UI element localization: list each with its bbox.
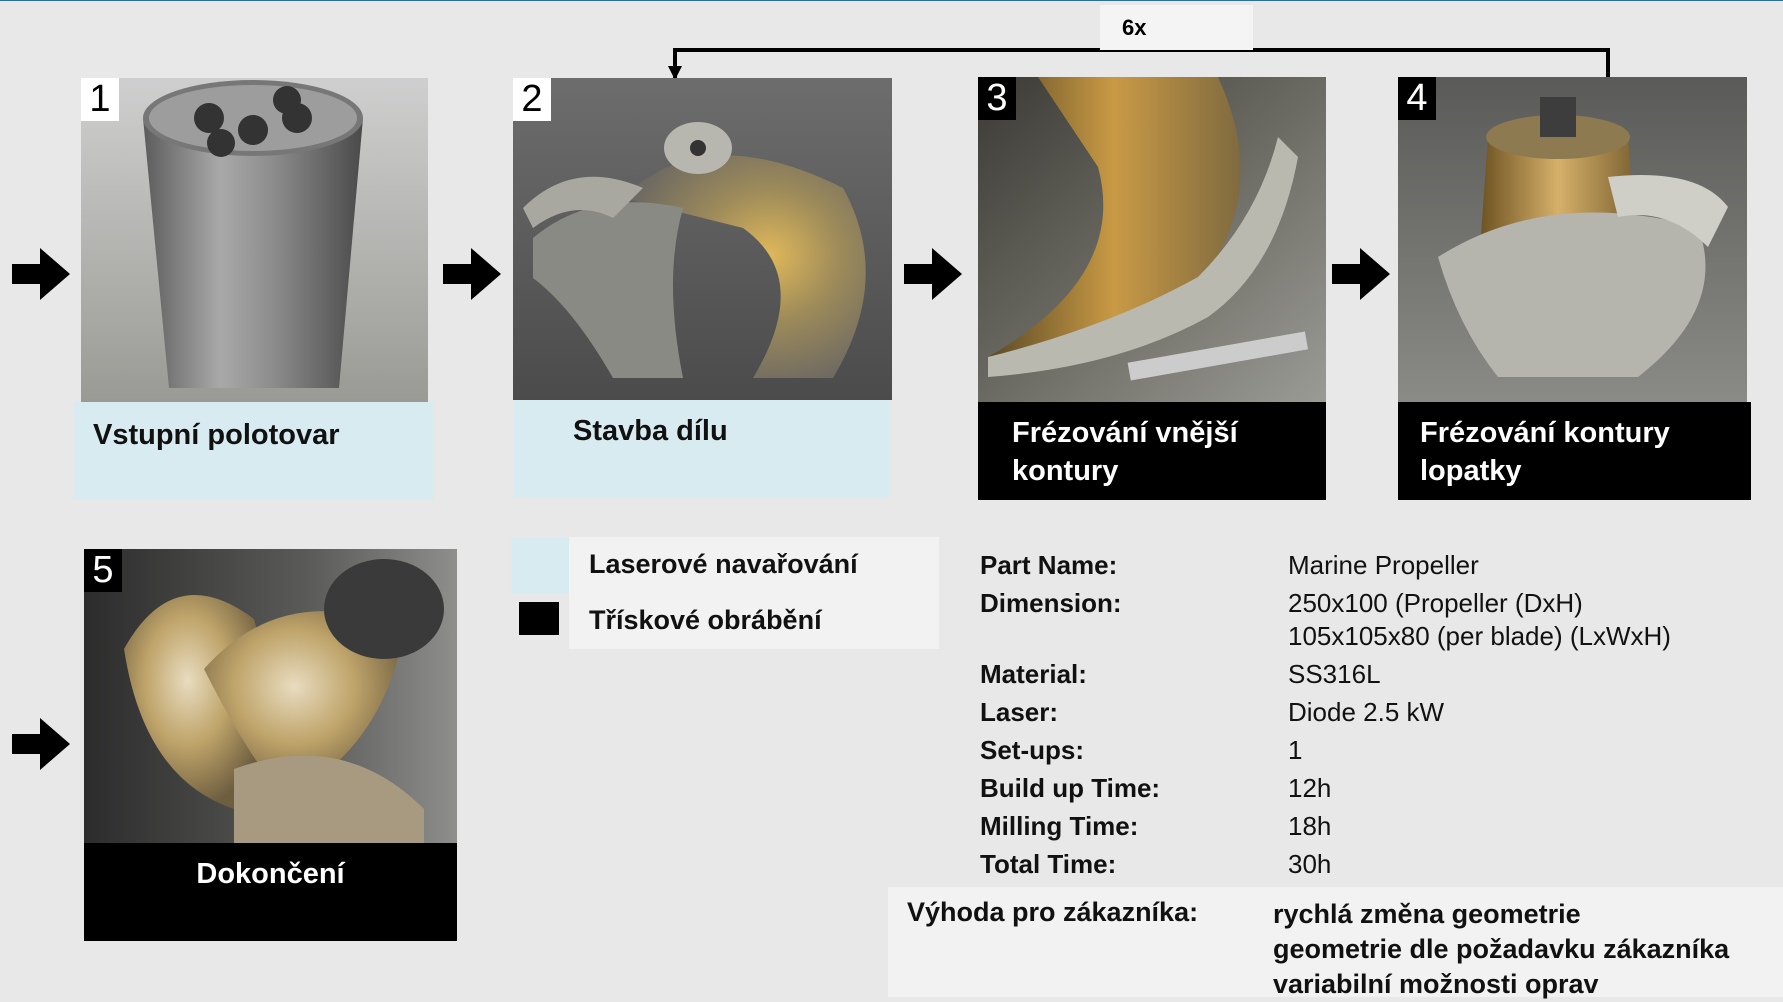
step-4-photo: 4 (1398, 77, 1747, 402)
spec-key: Laser: (980, 697, 1058, 728)
step-5-number: 5 (84, 549, 122, 592)
arrow-right-icon (12, 248, 70, 300)
spec-value: 18h (1288, 811, 1331, 842)
benefit-key: Výhoda pro zákazníka: (907, 897, 1198, 928)
spec-value: SS316L (1288, 659, 1381, 690)
spec-value: 105x105x80 (per blade) (LxWxH) (1288, 621, 1671, 652)
legend-label-machining: Třískové obrábění (569, 593, 939, 649)
benefit-item: rychlá změna geometrie (1273, 897, 1729, 932)
spec-value: 12h (1288, 773, 1331, 804)
step-4-caption: Frézování kontury lopatky (1398, 402, 1751, 500)
step-2-caption: Stavba dílu (513, 400, 890, 498)
step-3-photo: 3 (978, 77, 1326, 402)
arrow-right-icon (12, 718, 70, 770)
spec-value: Marine Propeller (1288, 550, 1479, 581)
arrow-right-icon (1332, 248, 1390, 300)
step-1-number: 1 (81, 78, 119, 121)
step-5-caption: Dokončení (84, 843, 457, 941)
legend-swatch-machining (519, 602, 559, 635)
legend-label-laser: Laserové navařování (569, 537, 939, 593)
step-2-photo: 2 (513, 78, 892, 400)
spec-key: Build up Time: (980, 773, 1160, 804)
top-border (0, 0, 1783, 1)
step-3-number: 3 (978, 77, 1016, 120)
legend-swatch-laser (511, 537, 569, 593)
spec-key: Set-ups: (980, 735, 1084, 766)
spec-value: 250x100 (Propeller (DxH) (1288, 588, 1583, 619)
benefit-list: rychlá změna geometrie geometrie dle pož… (1273, 897, 1729, 1002)
arrow-right-icon (904, 248, 962, 300)
loop-label: 6x (1100, 5, 1253, 50)
benefit-item: geometrie dle požadavku zákazníka (1273, 932, 1729, 967)
spec-key: Material: (980, 659, 1087, 690)
step-1-caption: Vstupní polotovar (73, 402, 434, 500)
spec-key: Dimension: (980, 588, 1122, 619)
step-5-photo: 5 (84, 549, 457, 843)
arrow-right-icon (443, 248, 501, 300)
spec-key: Total Time: (980, 849, 1116, 880)
step-3-caption: Frézování vnější kontury (978, 402, 1326, 500)
step-1-photo: 1 (81, 78, 428, 402)
step-2-number: 2 (513, 78, 551, 121)
step-4-number: 4 (1398, 77, 1436, 120)
spec-key: Part Name: (980, 550, 1117, 581)
spec-value: Diode 2.5 kW (1288, 697, 1444, 728)
spec-value: 1 (1288, 735, 1302, 766)
spec-value: 30h (1288, 849, 1331, 880)
spec-key: Milling Time: (980, 811, 1138, 842)
